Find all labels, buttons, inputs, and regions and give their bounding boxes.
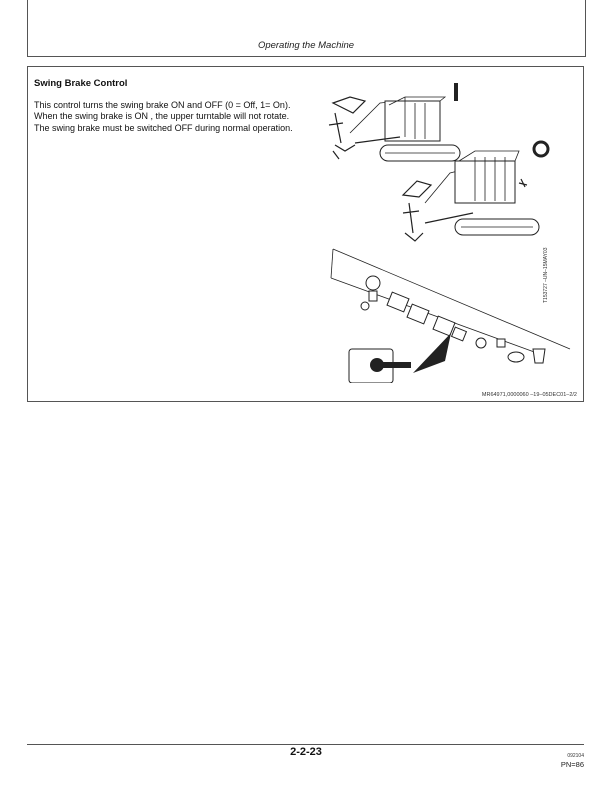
swing-brake-illustration [328,83,571,383]
figure-id: T153727 –UN–15MAY03 [543,247,549,304]
footer-code: 092104 [567,753,584,759]
control-console-illustration [330,248,571,383]
page-number: 2-2-23 [290,746,322,758]
section-body: This control turns the swing brake ON an… [34,100,293,133]
reference-code: MR64971,0000060 –19–05DEC01–2/2 [481,392,577,398]
header-frame [27,0,586,57]
excavator-upper-illustration [328,83,461,162]
footer-rule [27,744,584,745]
footer-pn: PN=86 [560,760,584,769]
swing-brake-section: Swing Brake Control This control turns t… [27,66,584,402]
excavator-lower-illustration [401,150,540,242]
header-title: Operating the Machine [257,40,355,51]
zero-ring-icon [532,140,550,158]
section-title: Swing Brake Control [34,78,128,89]
